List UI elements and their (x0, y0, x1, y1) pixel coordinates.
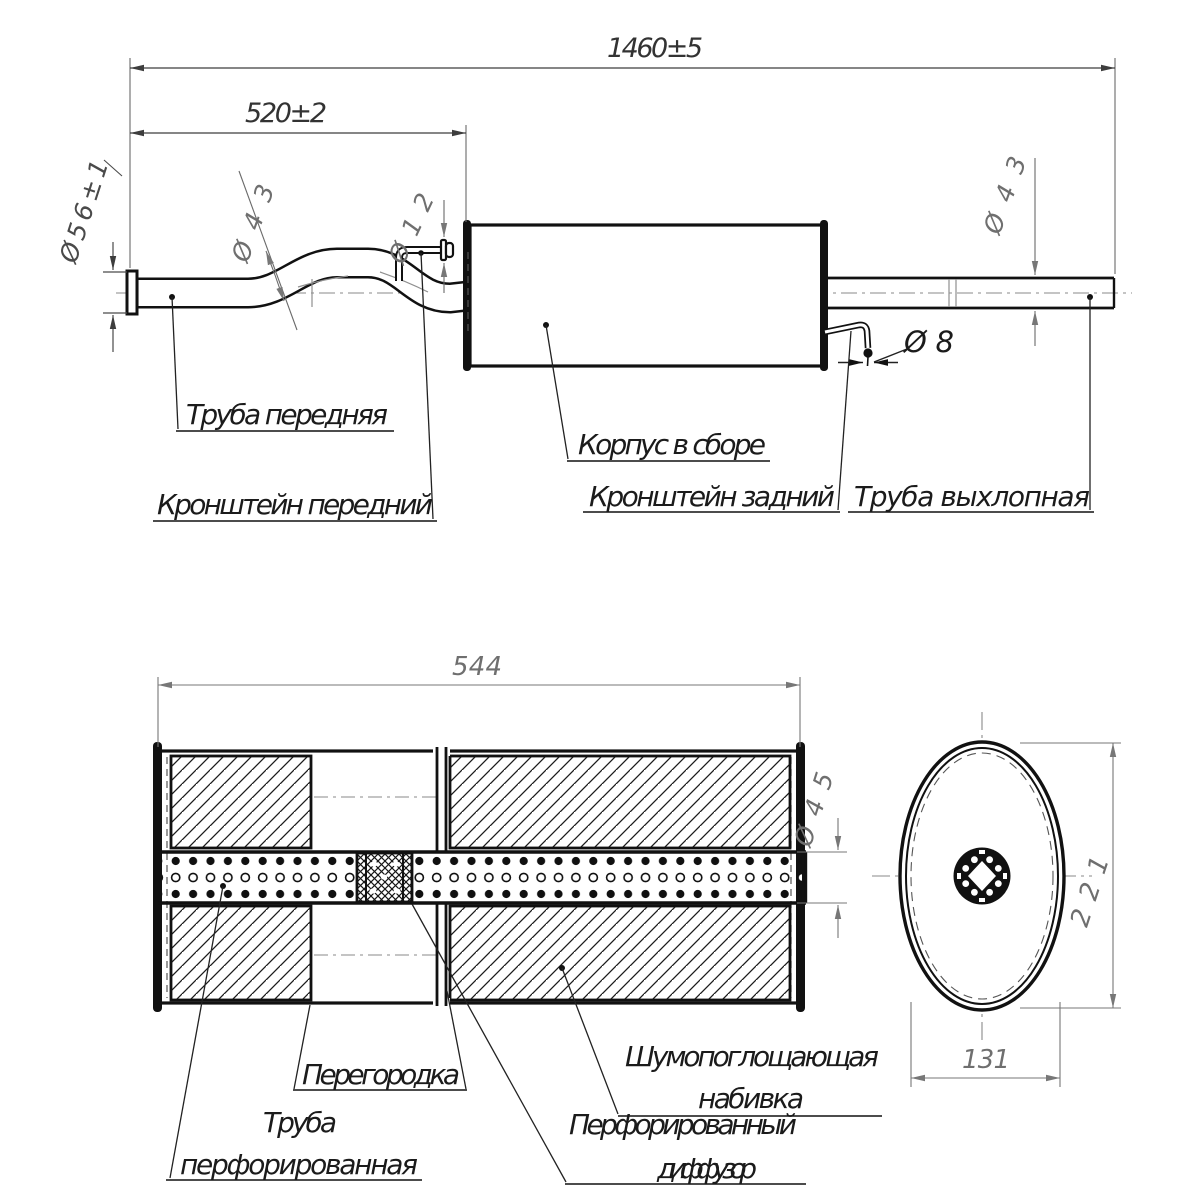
rear-end-cap (820, 220, 828, 371)
front-bracket (395, 238, 455, 281)
perforated-tube (158, 850, 808, 905)
dim-text-total-length: 1460±5 (607, 33, 703, 64)
section-view-labels: Перегородка Труба перфорированная Шумопо… (166, 883, 882, 1185)
dim-front-length: 520±2 (130, 98, 467, 222)
chamber-centerlines (314, 796, 436, 956)
dim-text-front-length: 520±2 (245, 98, 327, 129)
svg-text:Кронштейн задний: Кронштейн задний (589, 480, 835, 513)
dim-text-flange-dia: Ø56±1 (53, 156, 114, 267)
pipe-bend-inner-lines (297, 271, 429, 307)
label-body-assembly: Корпус в сборе (543, 322, 770, 462)
dim-text-rear-rod-dia: Ø8 (903, 325, 954, 359)
label-exhaust-pipe: Труба выхлопная (848, 294, 1094, 513)
dim-text-body-length: 544 (452, 652, 502, 682)
svg-text:Труба передняя: Труба передняя (186, 398, 388, 431)
dim-text-tail-pipe-dia: Ø43 (977, 153, 1032, 239)
inlet-flange (125, 269, 139, 316)
dim-body-width: 131 (910, 1002, 1061, 1087)
perforated-diffuser (355, 851, 414, 904)
svg-text:диффузор: диффузор (656, 1152, 757, 1185)
section-view: 544 Ø45 (153, 652, 1121, 1185)
side-view: 1460±5 520±2 Ø56±1 Ø43 Ø12 (53, 33, 1132, 522)
label-partition: Перегородка (293, 990, 467, 1091)
exhaust-pipe (826, 276, 1116, 310)
svg-text:Труба выхлопная: Труба выхлопная (854, 480, 1090, 513)
dim-text-body-height: 221 (1065, 853, 1116, 931)
front-pipe (125, 247, 470, 316)
svg-text:Шумопоглощающая: Шумопоглощающая (625, 1040, 879, 1073)
dim-rear-rod-dia: Ø8 (838, 325, 954, 366)
label-damping: Шумопоглощающая набивка (559, 965, 882, 1117)
diffuser-perforations (369, 861, 401, 894)
dim-text-front-pin-dia: Ø12 (382, 189, 440, 269)
svg-text:Кронштейн передний: Кронштейн передний (157, 488, 433, 521)
label-front-pipe: Труба передняя (169, 294, 394, 432)
partition (433, 746, 450, 1009)
side-view-labels: Труба передняя Кронштейн передний Корпус… (153, 250, 1094, 522)
svg-text:Перегородка: Перегородка (302, 1058, 460, 1091)
label-perforated-pipe: Труба перфорированная (166, 883, 422, 1181)
label-front-bracket: Кронштейн передний (153, 250, 437, 522)
end-view-pipe (953, 847, 1011, 905)
front-end-cap (463, 220, 471, 371)
dim-flange-dia: Ø56±1 (53, 156, 127, 352)
rear-bracket-ball-end (863, 348, 873, 358)
dim-text-body-width: 131 (962, 1045, 1010, 1075)
dim-tail-pipe-dia: Ø43 (977, 153, 1039, 346)
front-bracket-pin-head (444, 241, 455, 259)
svg-text:перфорированная: перфорированная (180, 1148, 418, 1181)
damping-padding (169, 754, 792, 1002)
dim-text-front-pipe-dia: Ø43 (225, 181, 280, 267)
svg-text:набивка: набивка (698, 1082, 804, 1115)
rear-bracket (824, 321, 873, 367)
shell-left-cap (153, 742, 162, 1012)
label-diffuser: Перфорированный диффузор (411, 903, 806, 1185)
dim-body-length: 544 (157, 652, 801, 747)
svg-text:Труба: Труба (263, 1106, 337, 1139)
svg-text:Перфорированный: Перфорированный (569, 1108, 797, 1141)
end-view (872, 712, 1092, 1040)
dim-total-length: 1460±5 (129, 33, 1116, 274)
muffler-body (463, 220, 828, 371)
label-rear-bracket: Кронштейн задний (583, 330, 852, 513)
svg-text:Корпус в сборе: Корпус в сборе (578, 428, 766, 461)
